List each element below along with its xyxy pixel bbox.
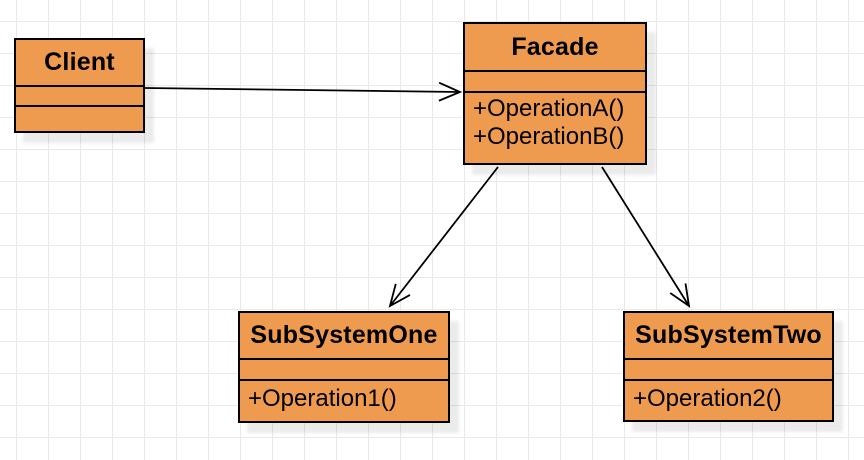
attributes-compartment [240,358,448,379]
edge-client-to-facade[interactable] [144,81,463,102]
class-name: Client [44,48,115,76]
class-node-subsystemtwo[interactable]: SubSystemTwo +Operation2() [623,311,834,422]
attributes-compartment [465,70,645,91]
method-label: +Operation1() [248,385,397,412]
edge-facade-to-subsystemtwo[interactable] [601,166,691,308]
class-name: SubSystemTwo [635,321,822,349]
attributes-compartment [625,358,832,379]
class-node-facade[interactable]: Facade +OperationA() +OperationB() [463,22,647,165]
methods-compartment: +Operation1() [240,379,448,421]
edge-facade-to-subsystemone[interactable] [388,166,499,308]
class-node-subsystemone[interactable]: SubSystemOne +Operation1() [238,311,450,423]
method-label: +Operation2() [633,385,782,412]
class-node-client[interactable]: Client [14,38,145,133]
method-label: +OperationA() [473,95,625,122]
attributes-compartment [16,85,143,105]
class-name: Facade [511,32,599,61]
methods-compartment: +Operation2() [625,379,832,420]
method-label: +OperationB() [473,123,625,150]
methods-compartment: +OperationA() +OperationB() [465,91,645,163]
class-name: SubSystemOne [250,321,438,349]
methods-compartment [16,105,143,131]
